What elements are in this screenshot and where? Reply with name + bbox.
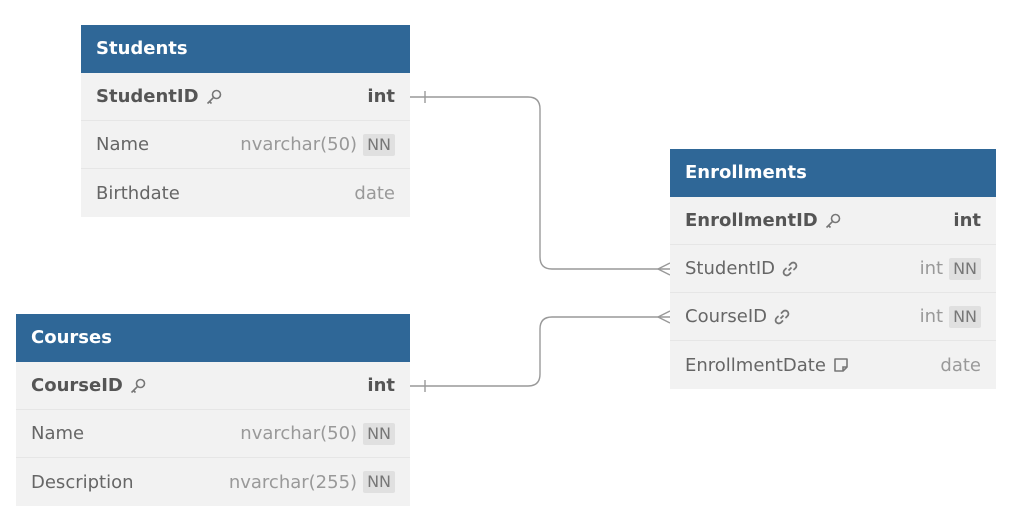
table-header-courses[interactable]: Courses [16,314,410,362]
column-name-group: StudentID [96,86,223,107]
column-name-group: CourseID [31,375,147,396]
column-name: Name [31,423,85,444]
column-type: int [367,375,395,396]
column-name-group: Name [96,134,149,155]
not-null-badge: NN [363,133,395,156]
column-row[interactable]: StudentID int [81,73,410,121]
link-icon [773,308,791,326]
column-name-group: StudentID [685,258,799,279]
not-null-badge: NN [363,471,395,493]
column-type: date [940,354,981,376]
relationship-students-enrollments[interactable] [410,91,671,276]
key-icon [205,88,223,106]
column-row[interactable]: Name nvarchar(50)NN [81,121,410,169]
column-type-group: nvarchar(255)NN [229,471,395,493]
table-header-enrollments[interactable]: Enrollments [670,149,996,197]
column-name: CourseID [31,375,123,396]
column-name-group: EnrollmentDate [685,355,850,376]
note-icon [832,356,850,374]
key-icon [129,377,147,395]
column-type: nvarchar(50) [240,423,358,444]
link-icon [781,260,799,278]
column-row[interactable]: EnrollmentID int [670,197,996,245]
column-name: CourseID [685,306,768,327]
column-row[interactable]: CourseID int [16,362,410,410]
not-null-badge: NN [949,257,981,280]
column-name-group: EnrollmentID [685,210,842,231]
column-type-group: int [367,86,395,107]
column-type-group: date [354,183,395,204]
relationship-line[interactable] [410,96,670,270]
column-type-group: int [367,375,395,396]
many-cardinality-marker [657,262,671,276]
column-row[interactable]: Description nvarchar(255)NN [16,458,410,506]
column-type: nvarchar(255) [228,471,358,493]
column-type: nvarchar(50) [240,134,358,155]
column-name: EnrollmentID [685,210,818,231]
column-name-group: Birthdate [96,183,180,204]
column-type: int [953,210,981,231]
relationship-line[interactable] [410,316,670,387]
column-name: StudentID [96,86,199,107]
column-name: Description [31,471,134,493]
column-type-group: nvarchar(50)NN [240,133,395,156]
relationship-courses-enrollments[interactable] [410,310,671,392]
column-name-group: CourseID [685,306,791,327]
many-cardinality-marker [657,310,671,324]
column-type-group: date [940,355,981,376]
column-name: Name [96,134,150,155]
column-name-group: Description [31,472,134,493]
not-null-badge: NN [949,305,981,328]
column-row[interactable]: EnrollmentDate date [670,341,996,389]
not-null-badge: NN [363,422,395,445]
column-type-group: int [953,210,981,231]
table-header-students[interactable]: Students [81,25,410,73]
column-type: int [367,86,395,107]
column-name: EnrollmentDate [685,354,826,376]
column-type-group: nvarchar(50)NN [240,422,395,445]
column-type: date [354,182,395,204]
column-name: StudentID [685,258,776,279]
column-row[interactable]: Birthdate date [81,169,410,217]
key-icon [824,212,842,230]
column-name-group: Name [31,423,84,444]
column-type: int [919,306,944,327]
column-type: int [919,258,944,279]
column-name: Birthdate [96,182,180,204]
column-row[interactable]: Name nvarchar(50)NN [16,410,410,458]
